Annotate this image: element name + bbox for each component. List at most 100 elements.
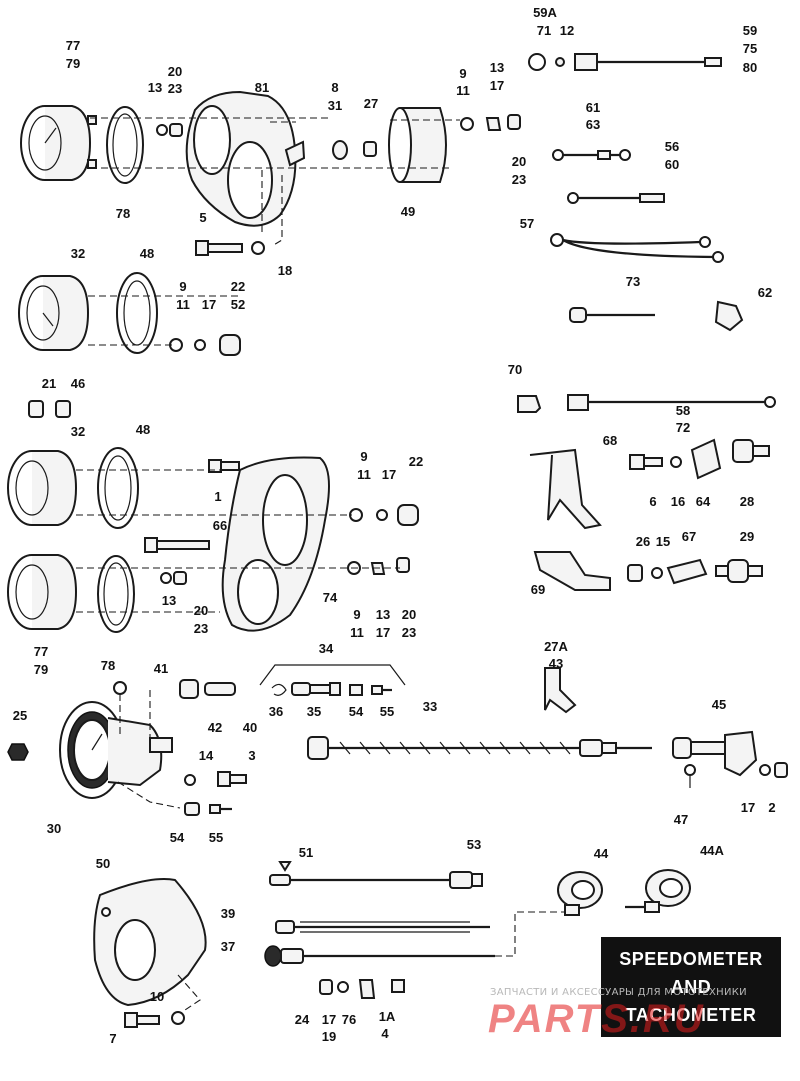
callout-1: 1 <box>214 489 221 504</box>
callout-39: 39 <box>221 906 235 921</box>
callout-23b: 23 <box>512 172 526 187</box>
callout-34: 34 <box>319 641 334 656</box>
callout-9b: 9 <box>179 279 186 294</box>
washers-nut-22-52 <box>169 334 241 356</box>
gauge-77-79-bottom <box>7 554 78 630</box>
callout-24: 24 <box>295 1012 310 1027</box>
diagram-title-box: SPEEDOMETER AND TACHOMETER <box>601 937 781 1037</box>
gauge-77-79-top <box>20 105 97 181</box>
callout-54: 54 <box>349 704 364 719</box>
callout-48: 48 <box>140 246 154 261</box>
callout-55b: 55 <box>209 830 223 845</box>
callout-27: 27 <box>364 96 378 111</box>
callout-73: 73 <box>626 274 640 289</box>
bracket-50 <box>93 878 207 1007</box>
callout-70: 70 <box>508 362 522 377</box>
washer-13-nut-20 <box>156 123 183 137</box>
callout-12: 12 <box>560 23 574 38</box>
callout-16: 16 <box>671 494 685 509</box>
callout-50: 50 <box>96 856 110 871</box>
callout-32b: 32 <box>71 424 85 439</box>
callout-80: 80 <box>743 60 757 75</box>
nut-41-42-screw-40 <box>113 679 236 699</box>
screw-6-washer-16-plate-64 <box>629 438 722 480</box>
callout-55: 55 <box>380 704 394 719</box>
callout-10: 10 <box>150 989 164 1004</box>
callout-76: 76 <box>342 1012 356 1027</box>
callout-33: 33 <box>423 699 437 714</box>
callout-28: 28 <box>740 494 754 509</box>
gauge-32-bottom <box>7 450 78 526</box>
callout-62: 62 <box>758 285 772 300</box>
nut-26-washer-15-plate-67 <box>627 558 708 585</box>
callout-19: 19 <box>322 1029 336 1044</box>
callout-25: 25 <box>13 708 27 723</box>
part-51-cable-53 <box>269 861 483 889</box>
callout-17d: 17 <box>376 625 390 640</box>
title-line-1: SPEEDOMETER <box>619 949 763 969</box>
callout-22b: 22 <box>409 454 423 469</box>
callout-9c: 9 <box>360 449 367 464</box>
cable-39 <box>275 920 490 934</box>
callout-31: 31 <box>328 98 342 113</box>
callout-6: 6 <box>649 494 656 509</box>
callout-78: 78 <box>116 206 130 221</box>
callout-30: 30 <box>47 821 61 836</box>
stud-28 <box>732 439 770 463</box>
callout-79: 79 <box>66 56 80 71</box>
callout-47: 47 <box>674 812 688 827</box>
callout-20d: 20 <box>402 607 416 622</box>
callout-69: 69 <box>531 582 545 597</box>
callout-23c: 23 <box>194 621 208 636</box>
washers-nut-20-23-lower-right <box>347 557 410 575</box>
callout-23: 23 <box>168 81 182 96</box>
callout-43: 43 <box>549 656 563 671</box>
title-line-3: TACHOMETER <box>625 1005 757 1025</box>
callout-17e: 17 <box>741 800 755 815</box>
callout-44A: 44A <box>700 843 724 858</box>
drive-unit-45 <box>672 730 758 788</box>
callout-17b: 17 <box>202 297 216 312</box>
callout-32: 32 <box>71 246 85 261</box>
bracket-69 <box>533 551 611 591</box>
callout-53: 53 <box>467 837 481 852</box>
callout-77: 77 <box>66 38 80 53</box>
callout-59: 59 <box>743 23 757 38</box>
washer-14-screw-3 <box>184 771 247 787</box>
callout-20: 20 <box>168 64 182 79</box>
nuts-21-46 <box>28 400 71 418</box>
screw-7-washer-10 <box>124 1011 185 1028</box>
callout-23d: 23 <box>402 625 416 640</box>
sensor-44 <box>557 871 603 916</box>
callout-78b: 78 <box>101 658 115 673</box>
callout-9: 9 <box>459 66 466 81</box>
washer-17-screw-2 <box>759 762 788 778</box>
bracket-68 <box>529 448 602 530</box>
callout-40: 40 <box>243 720 257 735</box>
callout-9d: 9 <box>353 607 360 622</box>
bezel-ring-48-bottom <box>97 447 139 529</box>
callout-17f: 17 <box>322 1012 336 1027</box>
callout-17: 17 <box>490 78 504 93</box>
callout-36: 36 <box>269 704 283 719</box>
callout-11b: 11 <box>176 297 190 312</box>
callout-61: 61 <box>586 100 600 115</box>
bolt-5 <box>195 240 265 256</box>
callout-15: 15 <box>656 534 670 549</box>
callout-56: 56 <box>665 139 679 154</box>
parts-54-55-lower <box>184 802 232 816</box>
callout-49: 49 <box>401 204 415 219</box>
callout-13: 13 <box>148 80 162 95</box>
washer-13-nut-20-lower-left <box>160 571 187 585</box>
callout-48b: 48 <box>136 422 150 437</box>
callout-77b: 77 <box>34 644 48 659</box>
callout-66: 66 <box>213 518 227 533</box>
title-line-2: AND <box>670 977 712 997</box>
callout-7: 7 <box>109 1031 116 1046</box>
callout-2: 2 <box>768 800 775 815</box>
callout-11c: 11 <box>357 467 371 482</box>
gauge-32-top <box>18 275 90 351</box>
callout-52: 52 <box>231 297 245 312</box>
small-parts-24-17-76-1A <box>319 979 405 999</box>
